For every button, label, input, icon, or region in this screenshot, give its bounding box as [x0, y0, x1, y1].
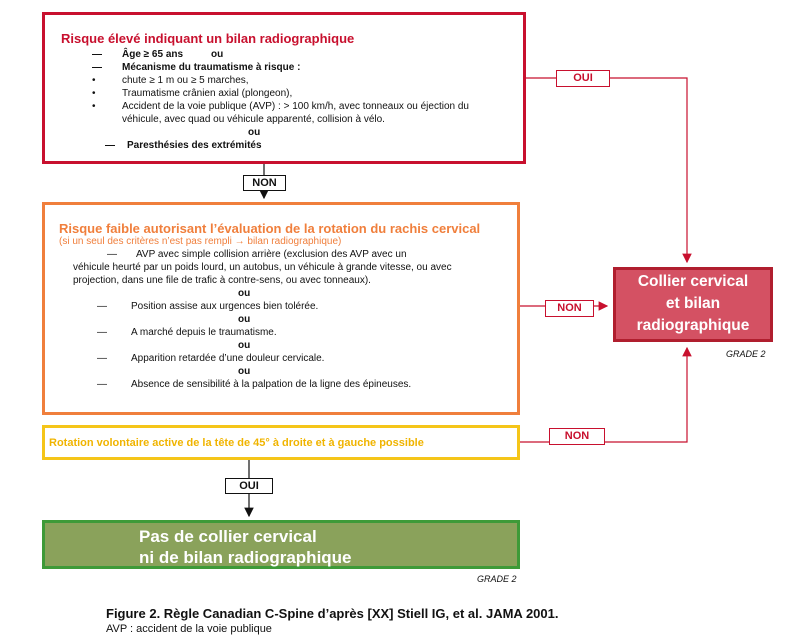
collar-box: Collier cervical et bilan radiographique	[613, 267, 773, 342]
avp-criterion: — AVP avec simple collision arrière (exc…	[107, 249, 407, 260]
no-collar-box: Pas de collier cervical ni de bilan radi…	[42, 520, 520, 569]
or-separator: ou	[238, 288, 251, 299]
label-non-between: NON	[243, 175, 286, 191]
tenderness-criterion: — Absence de sensibilité à la palpation …	[97, 379, 412, 390]
or-separator: ou	[238, 314, 251, 325]
low-risk-subtitle: (si un seul des critères n’est pas rempl…	[59, 236, 342, 247]
figure-caption: Figure 2. Règle Canadian C-Spine d’après…	[106, 606, 559, 621]
collar-text: Collier cervical et bilan radiographique	[636, 273, 750, 334]
sitting-criterion: — Position assise aux urgences bien tolé…	[97, 301, 319, 312]
paresthesia-criterion: — Paresthésies des extrémités	[105, 140, 262, 151]
delayed-pain-criterion: — Apparition retardée d’une douleur cerv…	[97, 353, 325, 364]
grade-no-collar: GRADE 2	[477, 574, 517, 584]
no-collar-text: Pas de collier cervical ni de bilan radi…	[139, 527, 352, 567]
label-non-middle: NON	[545, 300, 594, 317]
low-risk-box: Risque faible autorisant l’évaluation de…	[42, 202, 520, 415]
mechanism-item: • Accident de la voie publique (AVP) : >…	[92, 101, 469, 112]
low-risk-title: Risque faible autorisant l’évaluation de…	[59, 221, 481, 236]
mechanism-item: • Traumatisme crânien axial (plongeon),	[92, 88, 293, 99]
or-separator: ou	[248, 127, 261, 138]
mechanism-item: • chute ≥ 1 m ou ≥ 5 marches,	[92, 75, 249, 86]
walking-criterion: — A marché depuis le traumatisme.	[97, 327, 277, 338]
avp-criterion-continued: véhicule heurté par un poids lourd, un a…	[73, 262, 452, 273]
label-non-rotation: NON	[549, 428, 605, 445]
or-separator: ou	[238, 340, 251, 351]
rotation-text: Rotation volontaire active de la tête de…	[49, 437, 424, 449]
label-oui-bottom: OUI	[225, 478, 273, 494]
rotation-box: Rotation volontaire active de la tête de…	[42, 425, 520, 460]
high-risk-title: Risque élevé indiquant un bilan radiogra…	[61, 31, 355, 46]
grade-collar: GRADE 2	[726, 349, 766, 359]
label-oui-top: OUI	[556, 70, 610, 87]
avp-criterion-continued: projection, dans une file de trafic à co…	[73, 275, 371, 286]
caption-note: AVP : accident de la voie publique	[106, 623, 272, 635]
high-risk-box: Risque élevé indiquant un bilan radiogra…	[42, 12, 526, 164]
or-separator: ou	[238, 366, 251, 377]
connector-oui-top	[526, 77, 692, 264]
age-criterion: — Âge ≥ 65 ans ou	[92, 49, 224, 60]
mechanism-item-continued: véhicule, avec quad ou véhicule apparent…	[122, 114, 385, 125]
mechanism-criterion: — Mécanisme du traumatisme à risque :	[92, 62, 301, 73]
